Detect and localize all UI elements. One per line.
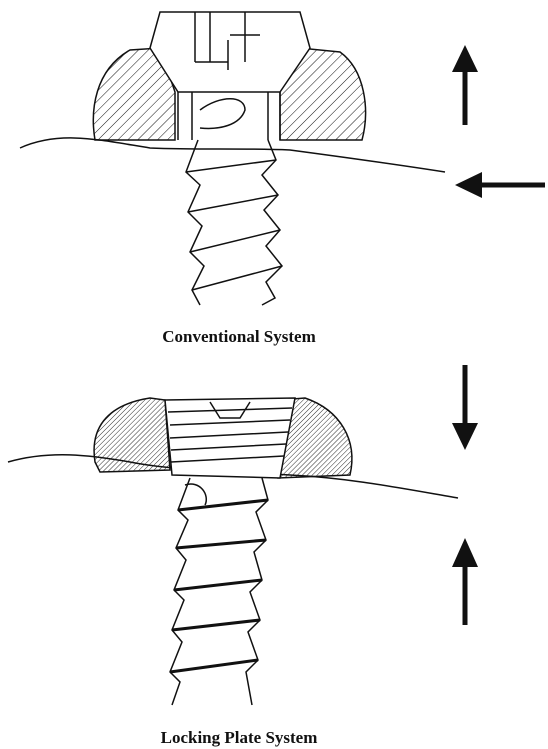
caption-conventional-system: Conventional System	[0, 327, 513, 347]
screw-shaft	[186, 140, 282, 305]
locking-plate-left	[94, 398, 170, 472]
bone-surface-line	[20, 138, 445, 172]
screw-head	[150, 12, 310, 92]
caption-locking-plate-system: Locking Plate System	[0, 728, 513, 748]
arrow-up-icon	[452, 538, 478, 625]
conventional-system-diagram	[20, 12, 445, 305]
arrow-down-icon	[452, 365, 478, 450]
arrow-up-icon	[452, 45, 478, 125]
arrow-left-icon	[455, 172, 545, 198]
locking-plate-system-diagram	[8, 398, 458, 705]
